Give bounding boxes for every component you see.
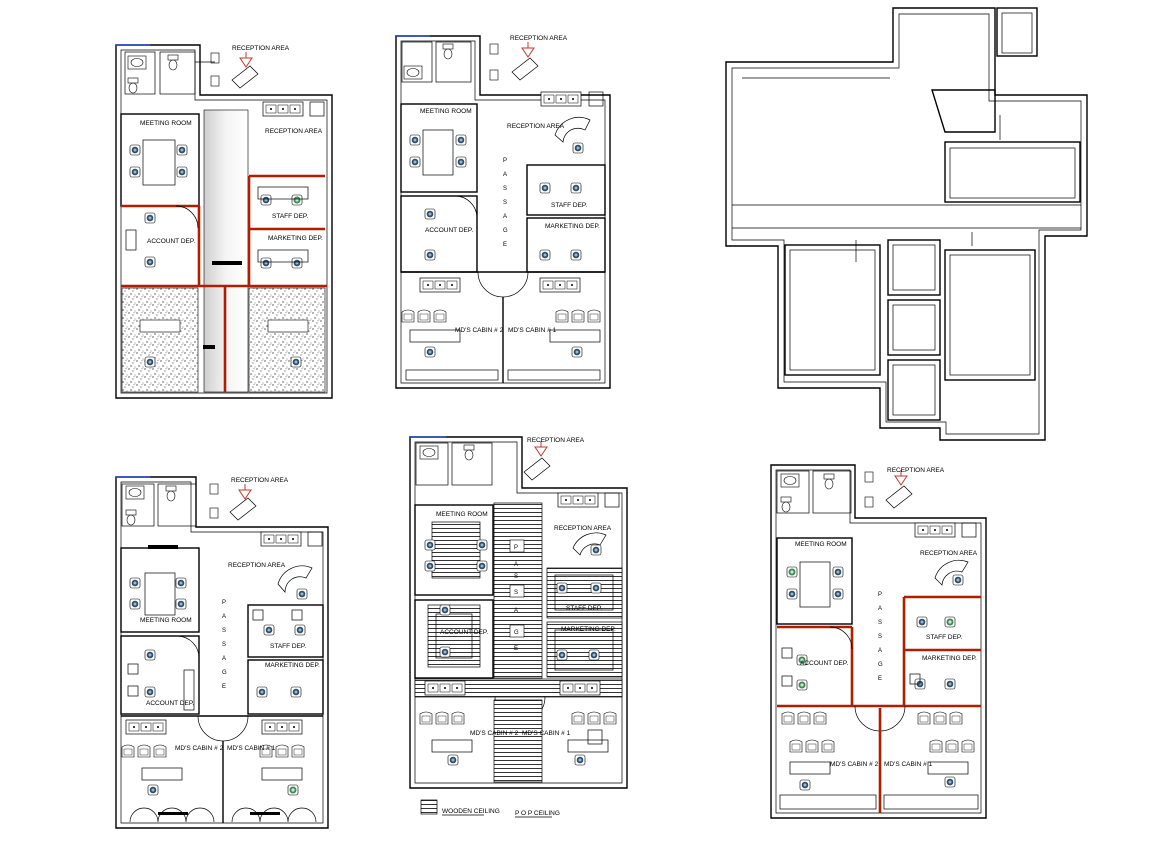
p5-marketing-dep-label: MARKETING DEP. <box>561 626 616 633</box>
p4-staff-dep-label: STAFF DEP. <box>270 643 306 650</box>
p1-staff-dep-label: STAFF DEP. <box>272 213 308 220</box>
p5-passage-4: A <box>514 608 518 614</box>
p4-passage-5: G <box>222 670 227 676</box>
wooden-ceiling-swatch <box>420 799 438 815</box>
p2-reception-area-label: RECEPTION AREA <box>510 35 568 42</box>
p4-passage-4: A <box>222 656 226 662</box>
plan-3-shell <box>725 7 1088 441</box>
p6-meeting-room-label: MEETING ROOM <box>795 541 847 548</box>
p6-passage-2: S <box>878 620 882 626</box>
p6-passage-6: E <box>878 676 882 682</box>
p2-passage-6: E <box>503 242 507 248</box>
p6-passage-5: G <box>878 662 883 668</box>
legend-wooden-ceiling: WOODEN CEILING <box>442 808 500 815</box>
p5-passage-3: S <box>514 590 518 596</box>
p4-meeting-room-label: MEETING ROOM <box>140 617 192 624</box>
p5-passage-5: G <box>514 630 519 636</box>
plan-1: RECEPTION AREA RECEPTION AREA MEETING RO… <box>115 44 333 399</box>
p4-marketing-dep-label: MARKETING DEP. <box>265 662 320 669</box>
plan-2: P A S S A G E RECEPTION AREA RECEPTION A… <box>395 35 611 389</box>
p5-staff-dep-label: STAFF DEP. <box>566 605 602 612</box>
p4-mds-cabin-2-label: MD'S CABIN # 2 <box>175 745 224 752</box>
p4-passage-6: E <box>222 684 226 690</box>
p5-passage-0: P <box>514 545 518 551</box>
p6-mds-cabin-2-label: MD'S CABIN # 2 <box>830 761 879 768</box>
p5-reception-area-label-2: RECEPTION AREA <box>554 525 612 532</box>
p6-reception-area-label: RECEPTION AREA <box>887 467 945 474</box>
plan-5: P A S S A G E <box>409 436 628 818</box>
p4-passage-2: S <box>222 628 226 634</box>
legend-pop-ceiling: P O P CEILING <box>515 810 560 817</box>
p2-staff-dep-label: STAFF DEP. <box>551 202 587 209</box>
p2-passage-3: S <box>503 200 507 206</box>
p2-account-dep-label: ACCOUNT DEP. <box>425 227 473 234</box>
p4-reception-area-label: RECEPTION AREA <box>231 477 289 484</box>
p2-passage-1: A <box>503 172 507 178</box>
p2-mds-cabin-2-label: MD'S CABIN # 2 <box>455 327 504 334</box>
p2-reception-area-label-2: RECEPTION AREA <box>507 123 565 130</box>
p1-account-dep-label: ACCOUNT DEP. <box>147 238 195 245</box>
p6-marketing-dep-label: MARKETING DEP. <box>922 655 977 662</box>
p1-reception-area-label-2: RECEPTION AREA <box>265 128 323 135</box>
p4-passage-3: S <box>222 642 226 648</box>
p6-passage-4: A <box>878 648 882 654</box>
p4-reception-area-label-2: RECEPTION AREA <box>228 562 286 569</box>
p2-marketing-dep-label: MARKETING DEP. <box>545 223 600 230</box>
p1-marketing-dep-label: MARKETING DEP. <box>268 235 323 242</box>
p5-passage-6: E <box>514 646 518 652</box>
p2-passage-0: P <box>503 158 507 164</box>
p2-meeting-room-label: MEETING ROOM <box>420 108 472 115</box>
p4-passage-1: A <box>222 614 226 620</box>
p5-account-dep-label: ACCOUNT DEP. <box>440 629 488 636</box>
p5-passage-2: S <box>514 574 518 580</box>
p5-mds-cabin-2-label: MD'S CABIN # 2 <box>470 730 519 737</box>
p6-mds-cabin-1-label: MD'S CABIN # 1 <box>884 761 933 768</box>
p2-passage-4: A <box>503 214 507 220</box>
p5-reception-area-label: RECEPTION AREA <box>527 437 585 444</box>
p2-mds-cabin-1-label: MD'S CABIN # 1 <box>508 327 557 334</box>
p6-passage-1: A <box>878 606 882 612</box>
p2-passage-2: S <box>503 186 507 192</box>
p6-passage-0: P <box>878 592 882 598</box>
p5-mds-cabin-1-label: MD'S CABIN # 1 <box>522 730 571 737</box>
plan-6: P A S S A G E RECEPTION AREA RECE <box>770 464 987 819</box>
p6-reception-area-label-2: RECEPTION AREA <box>920 550 978 557</box>
p5-meeting-room-label: MEETING ROOM <box>436 511 488 518</box>
p6-account-dep-label: ACCOUNT DEP. <box>800 660 848 667</box>
p4-account-dep-label: ACCOUNT DEP. <box>146 700 194 707</box>
p2-passage-5: G <box>503 228 508 234</box>
p5-passage-1: A <box>514 562 518 568</box>
p1-reception-area-label: RECEPTION AREA <box>232 45 290 52</box>
p6-passage-3: S <box>878 634 882 640</box>
p4-passage-0: P <box>222 600 226 606</box>
p1-meeting-room-label: MEETING ROOM <box>140 120 192 127</box>
plan-4: P A S S A G E RECEPTION AREA <box>115 476 329 829</box>
p6-staff-dep-label: STAFF DEP. <box>926 634 962 641</box>
p4-mds-cabin-1-label: MD'S CABIN # 1 <box>227 745 276 752</box>
